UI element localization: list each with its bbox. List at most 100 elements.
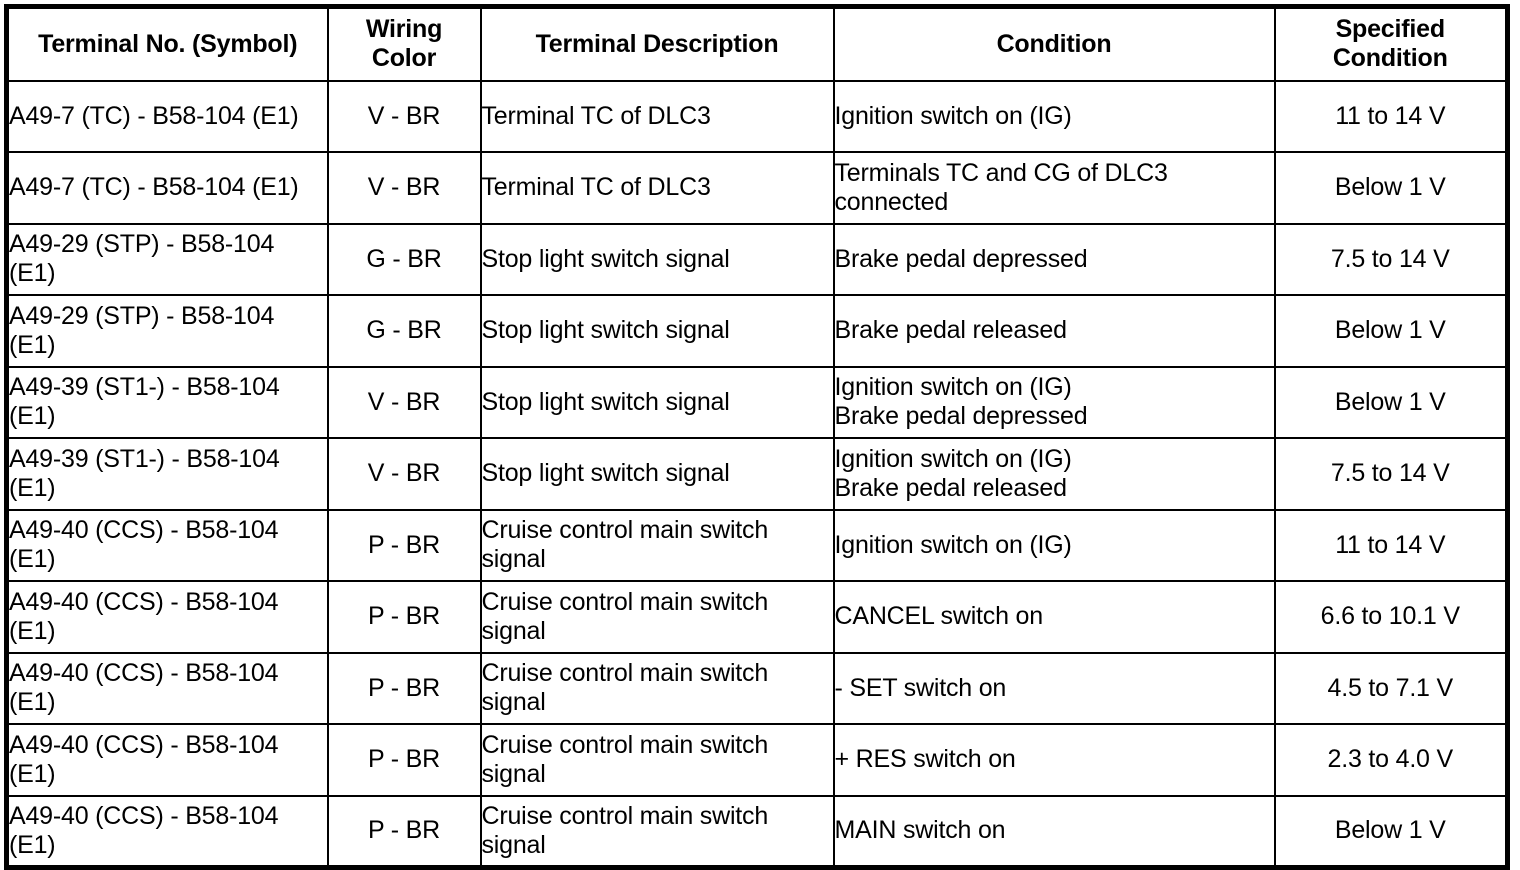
cell-wiring-color: P - BR	[326, 580, 482, 654]
cell-terminal-no-line-2: (E1)	[9, 473, 56, 502]
cell-terminal-description: Stop light switch signal	[479, 294, 835, 368]
cell-terminal-no-line-2: (E1)	[9, 545, 56, 574]
cell-condition: Brake pedal depressed	[832, 222, 1276, 296]
column-header-condition: Condition	[832, 5, 1276, 82]
table-header: Terminal No. (Symbol) Wiring Color Termi…	[5, 5, 1509, 82]
cell-specified-condition: Below 1 V	[1273, 151, 1509, 225]
cell-terminal-no: A49-40 (CCS) - B58-104(E1)	[5, 794, 329, 868]
cell-terminal-no: A49-39 (ST1-) - B58-104(E1)	[5, 365, 329, 439]
cell-wiring-color: G - BR	[326, 222, 482, 296]
cell-terminal-description: Stop light switch signal	[479, 365, 835, 439]
cell-specified-condition: Below 1 V	[1273, 294, 1509, 368]
column-header-specified-condition: Specified Condition	[1273, 5, 1509, 82]
cell-specified-condition: 11 to 14 V	[1273, 79, 1509, 153]
cell-specified-condition: 7.5 to 14 V	[1273, 437, 1509, 511]
cell-wiring-color: V - BR	[326, 437, 482, 511]
cell-terminal-no-line-2: (E1)	[9, 616, 56, 645]
column-header-terminal-description-line-1: Terminal Description	[535, 29, 779, 58]
column-header-condition-line-1: Condition	[996, 29, 1112, 58]
column-header-specified-condition-line-2: Condition	[1332, 44, 1448, 73]
cell-terminal-no: A49-40 (CCS) - B58-104(E1)	[5, 651, 329, 725]
cell-terminal-description-line-2: signal	[481, 830, 546, 859]
cell-terminal-no-line-1: A49-40 (CCS) - B58-104	[9, 516, 279, 545]
cell-condition: Ignition switch on (IG)Brake pedal relea…	[832, 437, 1276, 511]
cell-terminal-no: A49-7 (TC) - B58-104 (E1)	[5, 79, 329, 153]
cell-terminal-no-line-1: A49-29 (STP) - B58-104	[9, 230, 275, 259]
terminal-specification-table-container: Terminal No. (Symbol) Wiring Color Termi…	[4, 4, 1510, 870]
cell-terminal-description: Stop light switch signal	[479, 222, 835, 296]
cell-terminal-no: A49-40 (CCS) - B58-104(E1)	[5, 580, 329, 654]
cell-terminal-no-line-1: A49-39 (ST1-) - B58-104	[9, 444, 280, 473]
column-header-terminal-no: Terminal No. (Symbol)	[5, 5, 329, 82]
cell-condition: CANCEL switch on	[832, 580, 1276, 654]
cell-terminal-no: A49-7 (TC) - B58-104 (E1)	[5, 151, 329, 225]
cell-specified-condition: Below 1 V	[1273, 794, 1509, 868]
cell-specified-condition: 7.5 to 14 V	[1273, 222, 1509, 296]
cell-wiring-color: P - BR	[326, 794, 482, 868]
cell-terminal-description-line-1: Cruise control main switch	[481, 587, 769, 616]
cell-wiring-color: P - BR	[326, 508, 482, 582]
cell-terminal-no: A49-40 (CCS) - B58-104(E1)	[5, 723, 329, 797]
cell-specified-condition: 6.6 to 10.1 V	[1273, 580, 1509, 654]
cell-terminal-no-line-2: (E1)	[9, 330, 56, 359]
terminal-specification-table: Terminal No. (Symbol) Wiring Color Termi…	[4, 4, 1510, 870]
cell-condition-line-1: Ignition switch on (IG)	[834, 373, 1072, 402]
cell-specified-condition: Below 1 V	[1273, 365, 1509, 439]
cell-condition-line-1: Brake pedal depressed	[834, 244, 1088, 273]
cell-condition-line-1: Ignition switch on (IG)	[834, 530, 1072, 559]
column-header-wiring-color-line-2: Color	[371, 44, 437, 73]
cell-terminal-no: A49-40 (CCS) - B58-104(E1)	[5, 508, 329, 582]
cell-terminal-no-line-1: A49-40 (CCS) - B58-104	[9, 587, 279, 616]
cell-condition: Ignition switch on (IG)	[832, 79, 1276, 153]
cell-condition: MAIN switch on	[832, 794, 1276, 868]
cell-terminal-no-line-1: A49-39 (ST1-) - B58-104	[9, 373, 280, 402]
cell-terminal-no: A49-29 (STP) - B58-104(E1)	[5, 222, 329, 296]
cell-wiring-color: P - BR	[326, 651, 482, 725]
cell-terminal-description-line-2: signal	[481, 616, 546, 645]
cell-terminal-no: A49-39 (ST1-) - B58-104(E1)	[5, 437, 329, 511]
cell-terminal-no-line-1: A49-7 (TC) - B58-104 (E1)	[9, 173, 299, 202]
cell-terminal-description-line-1: Terminal TC of DLC3	[481, 173, 711, 202]
cell-terminal-description-line-2: signal	[481, 545, 546, 574]
cell-terminal-no-line-1: A49-40 (CCS) - B58-104	[9, 730, 279, 759]
cell-condition: Brake pedal released	[832, 294, 1276, 368]
cell-specified-condition: 2.3 to 4.0 V	[1273, 723, 1509, 797]
cell-terminal-description-line-1: Stop light switch signal	[481, 316, 730, 345]
cell-wiring-color: P - BR	[326, 723, 482, 797]
cell-condition-line-1: Ignition switch on (IG)	[834, 101, 1072, 130]
cell-wiring-color: V - BR	[326, 365, 482, 439]
cell-condition-line-1: MAIN switch on	[834, 816, 1006, 844]
cell-terminal-no-line-1: A49-40 (CCS) - B58-104	[9, 801, 279, 830]
cell-terminal-description-line-1: Cruise control main switch	[481, 516, 769, 545]
cell-terminal-no-line-2: (E1)	[9, 402, 56, 431]
cell-terminal-description: Terminal TC of DLC3	[479, 79, 835, 153]
table-header-row: Terminal No. (Symbol) Wiring Color Termi…	[5, 5, 1509, 82]
cell-terminal-description-line-2: signal	[481, 759, 546, 788]
cell-condition: + RES switch on	[832, 723, 1276, 797]
table-body: A49-7 (TC) - B58-104 (E1) V - BR Terminal …	[5, 79, 1509, 868]
column-header-wiring-color-line-1: Wiring	[365, 15, 443, 44]
cell-condition-line-2: Brake pedal released	[834, 473, 1067, 502]
cell-condition-line-1: Terminals TC and CG of DLC3	[834, 158, 1168, 187]
cell-wiring-color: G - BR	[326, 294, 482, 368]
cell-terminal-description-line-1: Cruise control main switch	[481, 730, 769, 759]
cell-terminal-no-line-2: (E1)	[9, 688, 56, 717]
cell-terminal-no-line-1: A49-7 (TC) - B58-104 (E1)	[9, 101, 299, 130]
cell-condition: Ignition switch on (IG)	[832, 508, 1276, 582]
cell-terminal-no-line-2: (E1)	[9, 259, 56, 288]
column-header-specified-condition-line-1: Specified	[1335, 15, 1446, 44]
